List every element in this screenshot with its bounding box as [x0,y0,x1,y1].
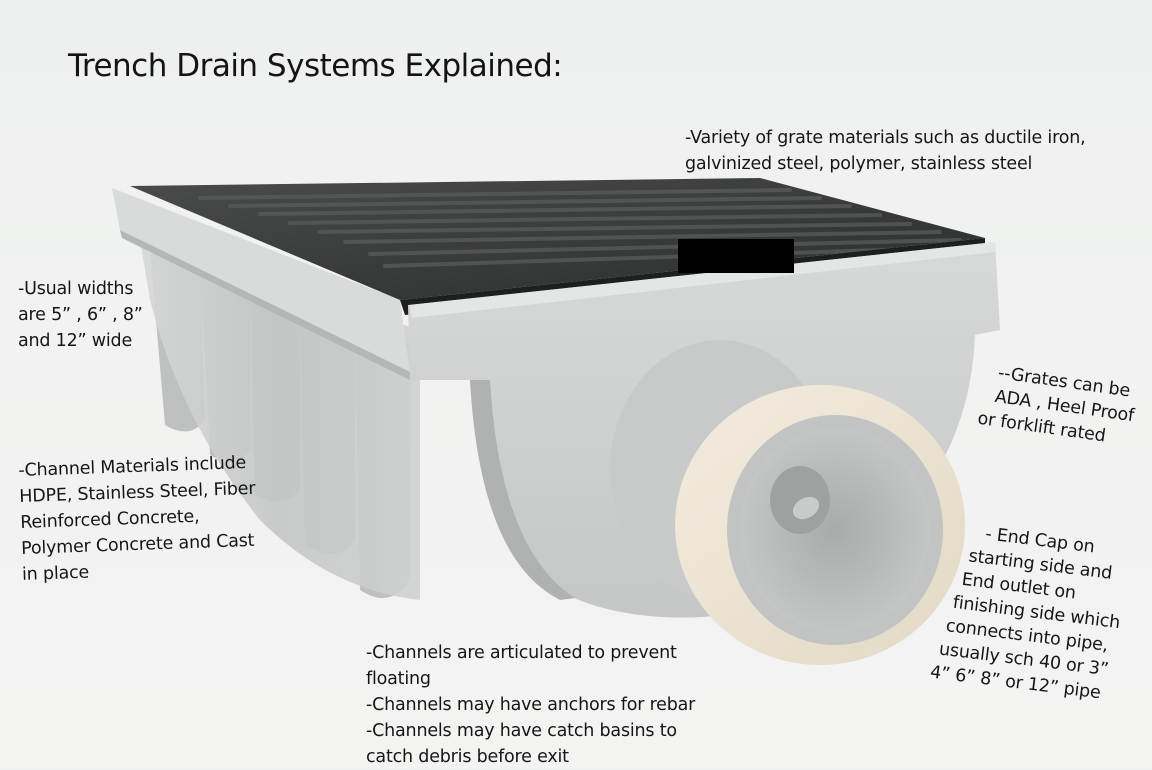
annotation-line: catch debris before exit [366,747,569,767]
redaction-block [678,239,794,273]
annotation-channel-materials: -Channel Materials include HDPE, Stainle… [18,450,258,588]
annotation-line: -Channels are articulated to prevent [366,643,677,663]
annotation-line: galvinized steel, polymer, stainless ste… [685,154,1033,174]
annotation-line: -Usual widths [18,279,134,299]
annotation-line: are 5” , 6” , 8” [18,305,143,325]
annotation-line: floating [366,669,431,689]
annotation-usual-widths: -Usual widths are 5” , 6” , 8” and 12” w… [18,276,143,354]
annotation-line: and 12” wide [18,331,133,351]
page-title: Trench Drain Systems Explained: [68,48,563,84]
annotation-end-cap-outlet: - End Cap on starting side and End outle… [929,522,1131,707]
annotation-line: -Variety of grate materials such as duct… [685,128,1086,148]
annotation-channel-features: -Channels are articulated to prevent flo… [366,640,695,770]
annotation-grate-materials: -Variety of grate materials such as duct… [685,125,1086,177]
annotation-line: -Channels may have catch basins to [366,721,677,741]
annotation-line: -Channels may have anchors for rebar [366,695,696,715]
